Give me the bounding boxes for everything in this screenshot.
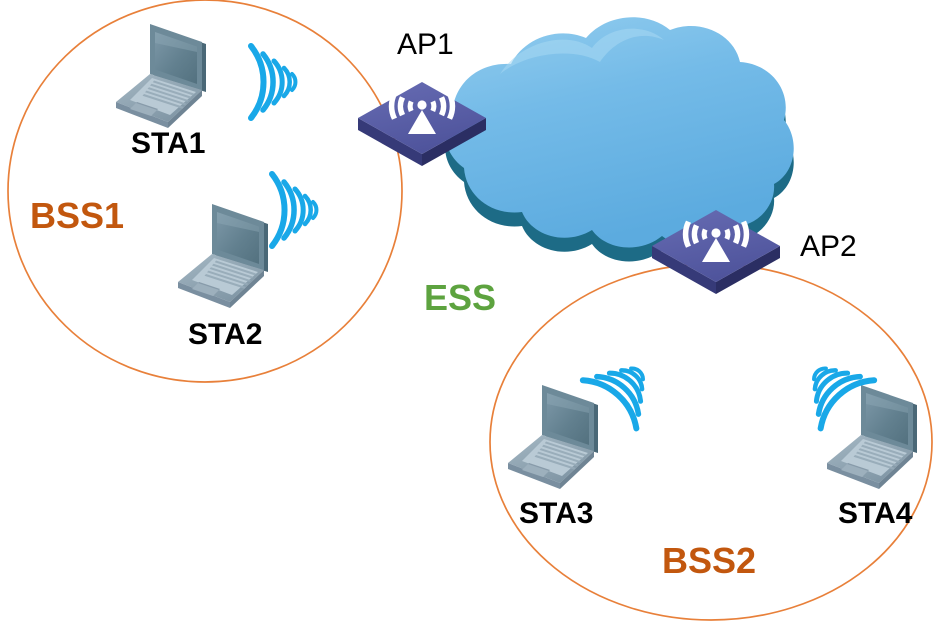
wifi-signal-sta1	[251, 46, 295, 118]
sta4-label: STA4	[838, 497, 913, 530]
bss1-coverage-circle	[7, 0, 403, 383]
laptop-sta1[interactable]	[116, 24, 206, 128]
laptop-sta3[interactable]	[508, 385, 598, 489]
wifi-signal-sta2	[272, 174, 316, 246]
sta3-label: STA3	[519, 497, 594, 530]
bss2-label: BSS2	[662, 540, 757, 581]
ess-cloud	[445, 17, 794, 262]
ap2-label: AP2	[800, 230, 857, 263]
sta1-label: STA1	[131, 127, 206, 160]
laptop-sta2[interactable]	[178, 204, 268, 308]
ap1-label: AP1	[397, 28, 454, 61]
bss1-label: BSS1	[30, 195, 125, 236]
ess-label: ESS	[424, 277, 497, 318]
laptop-sta4[interactable]	[827, 385, 917, 489]
sta2-label: STA2	[188, 318, 263, 351]
